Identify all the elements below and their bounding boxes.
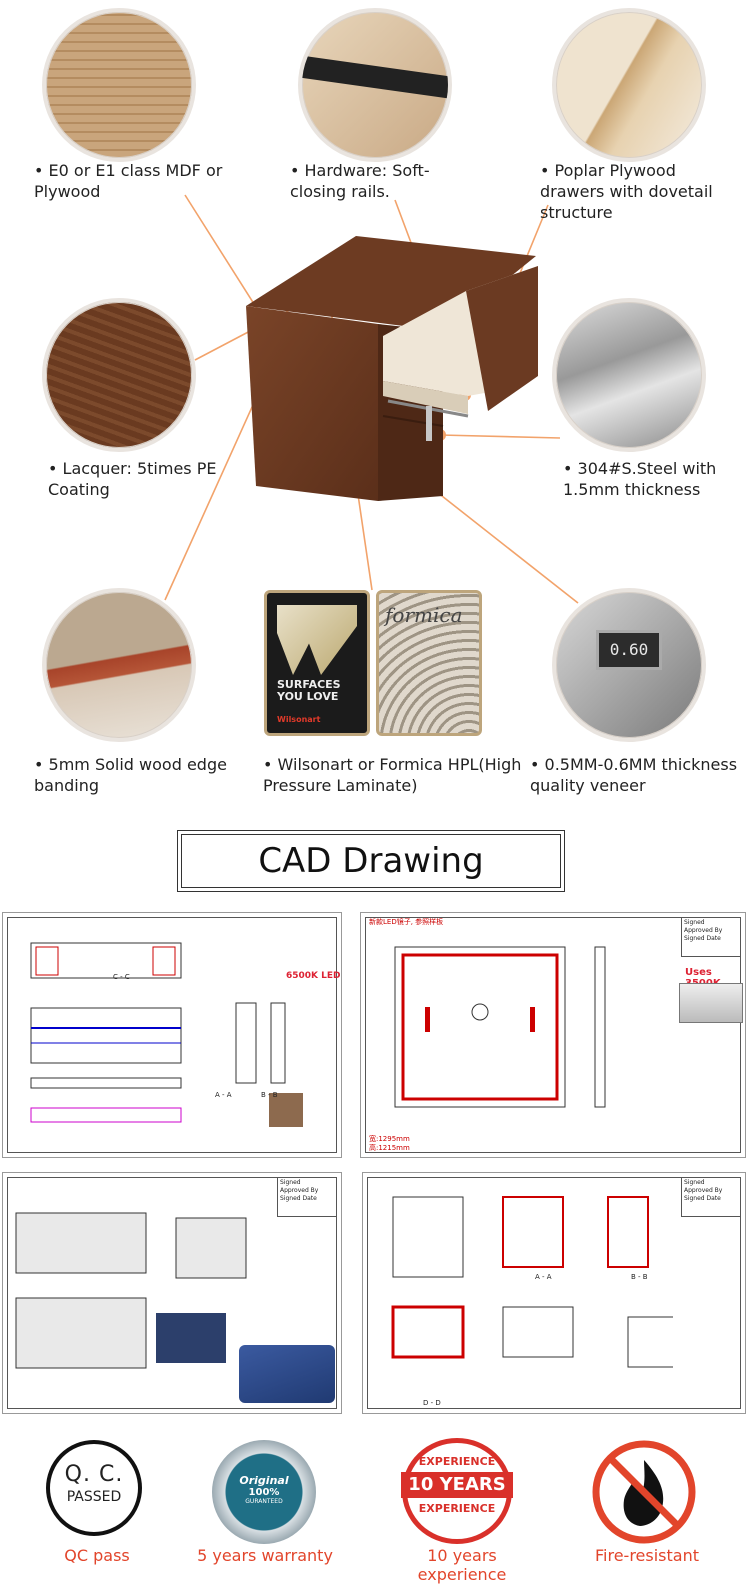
lacquer-wood-photo <box>42 298 196 452</box>
fire-caption: Fire-resistant <box>594 1546 699 1565</box>
fire-resistant-icon <box>592 1440 696 1544</box>
section-bb-label-2: B - B <box>631 1273 648 1281</box>
mirror-width: 宽:1295mm <box>369 1135 410 1143</box>
stainless-steel-photo <box>552 298 706 452</box>
sofa-thumbnail <box>239 1345 335 1403</box>
experience-badge: EXPERIENCE 10 YEARS EXPERIENCE <box>401 1438 513 1544</box>
section-cc-label: C - C <box>113 973 130 981</box>
you-love-text: YOU LOVE <box>277 690 339 703</box>
percent-text: 100% <box>248 1487 280 1498</box>
formica-logo: formica <box>385 603 463 627</box>
lacquer-caption: • Lacquer: 5times PE Coating <box>48 459 217 499</box>
section-aa-label-2: A - A <box>535 1273 552 1281</box>
veneer-caption: • 0.5MM-0.6MM thickness quality veneer <box>530 755 738 795</box>
poplar-caption: • Poplar Plywood drawers with dovetail s… <box>540 161 713 222</box>
mirror-thumbnail <box>679 983 743 1023</box>
mirror-header: 新款LED镜子, 参照样板 <box>369 918 444 926</box>
wilsonart-swatch: SURFACES YOU LOVE Wilsonart <box>264 590 370 736</box>
warranty-caption: 5 years warranty <box>197 1546 333 1565</box>
hpl-caption: • Wilsonart or Formica HPL(High Pressure… <box>263 755 522 795</box>
caliper-display: 0.60 <box>596 630 662 670</box>
section-bb-label: B - B <box>261 1091 278 1099</box>
experience-top-text: EXPERIENCE <box>418 1455 496 1468</box>
surfaces-text: SURFACES <box>277 678 341 691</box>
original-text: Original <box>239 1474 289 1487</box>
formica-swatch: formica <box>376 590 482 736</box>
cad-drawing-1: C - C 6500K LED A - A B - B <box>2 912 342 1158</box>
cad-title-box: CAD Drawing <box>181 834 561 888</box>
edge-caption: • 5mm Solid wood edge banding <box>34 755 227 795</box>
experience-bottom-text: EXPERIENCE <box>418 1502 496 1515</box>
soft-close-rail-photo <box>298 8 452 162</box>
section-dd-label: D - D <box>423 1399 441 1407</box>
experience-caption: 10 years experience <box>417 1546 507 1584</box>
nightstand-illustration <box>246 236 538 501</box>
warranty-badge: Original 100% GURANTEED <box>212 1440 316 1544</box>
cad-title: CAD Drawing <box>258 841 484 881</box>
qc-passed-badge: Q. C. PASSED <box>46 1440 142 1536</box>
passed-text: PASSED <box>66 1489 122 1505</box>
qc-caption: QC pass <box>64 1546 130 1565</box>
hardware-caption: • Hardware: Soft-closing rails. <box>290 161 430 201</box>
ten-years-text: 10 YEARS <box>401 1472 513 1498</box>
veneer-caliper-photo: 0.60 <box>552 588 706 742</box>
mdf-plywood-photo <box>42 8 196 162</box>
edge-banding-photo <box>42 588 196 742</box>
mdf-caption: • E0 or E1 class MDF or Plywood <box>34 161 223 201</box>
section-aa-label: A - A <box>215 1091 232 1099</box>
guaranteed-text: GURANTEED <box>245 1498 283 1505</box>
qc-text: Q. C. <box>64 1462 124 1487</box>
steel-caption: • 304#S.Steel with 1.5mm thickness <box>563 459 717 499</box>
poplar-dovetail-photo <box>552 8 706 162</box>
wilsonart-logo: Wilsonart <box>277 715 321 724</box>
mirror-height: 高:1215mm <box>369 1144 410 1152</box>
led-6500k-label: 6500K LED <box>286 971 341 981</box>
